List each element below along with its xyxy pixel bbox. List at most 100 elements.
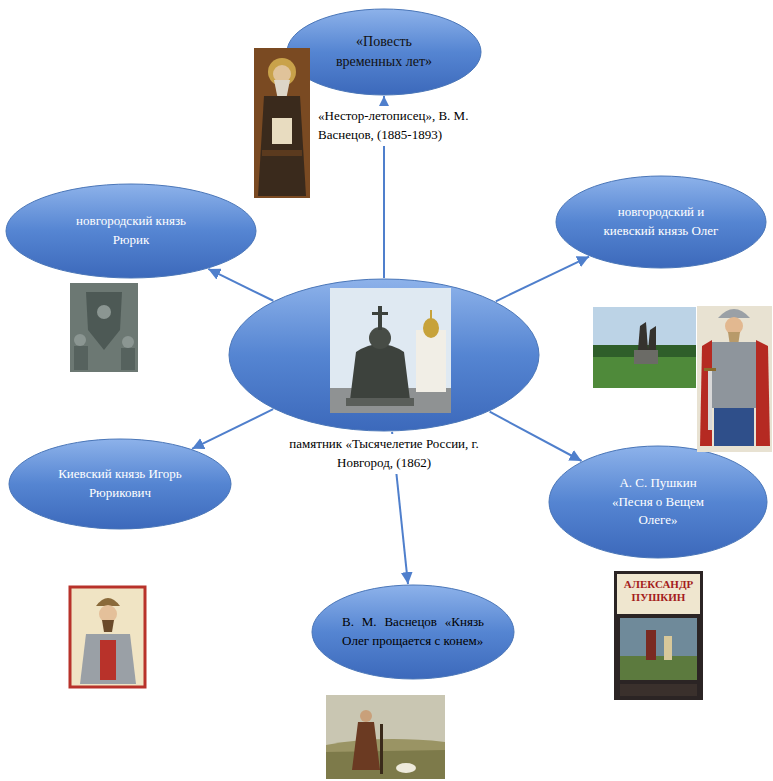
text-holder: «Повесть временных лет»: [286, 8, 482, 96]
painting-ellipse: В. М. Васнецов «Князь Олег прощается с к…: [311, 584, 515, 680]
title-panel: [617, 574, 700, 614]
sword-hilt: [704, 368, 716, 371]
cover-figure: [664, 636, 672, 660]
ellipse-outline: [5, 183, 257, 279]
node-text: В. М. Васнецов «Князь Олег прощается с к…: [342, 613, 484, 651]
arrow-connector: [490, 412, 582, 461]
sky: [593, 307, 696, 357]
pushkin-book: [614, 571, 703, 700]
cloak: [756, 340, 770, 446]
monument-orb: [369, 327, 391, 349]
book-title: АЛЕКСАНДР ПУШКИН: [618, 577, 699, 604]
tunic: [100, 640, 116, 680]
cloak: [700, 340, 712, 446]
cover-picture: [620, 618, 697, 680]
portrait-frame: [70, 587, 145, 687]
book-title-holder: АЛЕКСАНДР ПУШКИН: [618, 577, 699, 604]
spear: [380, 724, 383, 774]
node-text: Киевский князь Игорь Рюрикович: [58, 465, 182, 503]
sky: [330, 288, 451, 413]
cathedral: [416, 330, 446, 392]
statue: [638, 322, 648, 350]
monument-cross: [372, 312, 388, 315]
picture-ground: [697, 306, 772, 452]
ellipse-outline: [228, 278, 540, 432]
oleg-figure: [697, 306, 772, 452]
text-holder: новгородский князь Рюрик: [5, 183, 257, 279]
nestor-painting: [254, 48, 310, 198]
monument-cross: [378, 306, 382, 330]
ellipse-shape: [229, 279, 539, 431]
monument-bell: [350, 344, 410, 400]
node-text: новгородский и киевский князь Олег: [591, 203, 731, 241]
cross: [430, 310, 432, 320]
desk: [262, 150, 302, 156]
trousers: [714, 408, 754, 446]
text-holder: А. С. Пушкин «Песня о Вещем Олеге»: [548, 445, 768, 559]
rurik-relief: [70, 283, 138, 372]
arrow-connector: [192, 409, 273, 449]
caption-holder: памятник «Тысячелетие России, г. Новгоро…: [286, 434, 482, 474]
ellipse-shape: [312, 585, 514, 679]
helmet: [718, 309, 750, 318]
figure-head: [122, 336, 134, 348]
head: [360, 710, 372, 722]
horizon: [326, 739, 445, 752]
cover-picture-ground: [620, 656, 697, 680]
figure-head: [74, 334, 86, 346]
oleg-monument-photo: [593, 307, 696, 388]
book-cover: [614, 571, 703, 700]
ellipse-shape: [556, 176, 766, 268]
prince-ellipse: новгородский князь Рюрик: [5, 183, 257, 279]
cover-strip: [620, 684, 697, 696]
shield: [86, 292, 122, 350]
ellipse-shape: [9, 439, 231, 529]
dome: [423, 318, 439, 338]
monument-photo: [330, 288, 451, 413]
robe: [258, 96, 306, 196]
ellipse-shape: [287, 9, 481, 95]
node-text: новгородский князь Рюрик: [76, 212, 186, 250]
igor-portrait: [70, 587, 145, 687]
text-holder: новгородский и киевский князь Олег: [555, 175, 767, 269]
text-holder: В. М. Васнецов «Князь Олег прощается с к…: [311, 584, 515, 680]
relief-ground: [70, 283, 138, 372]
painting-caption: «Нестор-летописец», В. М. Васнецов, (188…: [316, 106, 516, 146]
ellipse-outline: [555, 175, 767, 269]
figure-body: [74, 346, 88, 370]
cover-figure: [646, 630, 656, 660]
figure: [352, 722, 380, 770]
prince-ellipse: Киевский князь Игорь Рюрикович: [8, 438, 232, 530]
painting-ground: [254, 48, 310, 198]
horse-skull: [396, 763, 416, 773]
monument-base: [346, 398, 414, 406]
mail: [712, 342, 756, 408]
ellipse-shape: [6, 184, 256, 278]
scroll: [272, 118, 292, 144]
hat: [96, 598, 120, 606]
monument-ellipse: памятник «Тысячелетие России, г. Новгоро…: [228, 278, 540, 432]
source-ellipse: «Повесть временных лет»: [286, 8, 482, 96]
shield-boss: [97, 305, 111, 319]
beard: [102, 620, 114, 632]
statue: [648, 326, 656, 350]
node-caption: памятник «Тысячелетие России, г. Новгоро…: [286, 434, 482, 474]
figure-body: [121, 348, 135, 370]
node-text: А. С. Пушкин «Песня о Вещем Олеге»: [598, 474, 718, 531]
arrow-connector: [496, 257, 589, 302]
poem-ellipse: А. С. Пушкин «Песня о Вещем Олеге»: [548, 445, 768, 559]
prince-ellipse: новгородский и киевский князь Олег: [555, 175, 767, 269]
vasnetsov-painting: [326, 695, 445, 779]
ellipse-outline: [286, 8, 482, 96]
ellipse-shape: [549, 446, 767, 558]
pedestal: [634, 350, 658, 364]
sky: [326, 695, 445, 779]
text-holder: Киевский князь Игорь Рюрикович: [8, 438, 232, 530]
armor: [80, 634, 136, 684]
node-text: «Повесть временных лет»: [328, 32, 440, 73]
ellipse-outline: [311, 584, 515, 680]
painting-caption-holder: «Нестор-летописец», В. М. Васнецов, (188…: [316, 106, 516, 146]
sword: [708, 370, 712, 430]
ellipse-outline: [8, 438, 232, 530]
